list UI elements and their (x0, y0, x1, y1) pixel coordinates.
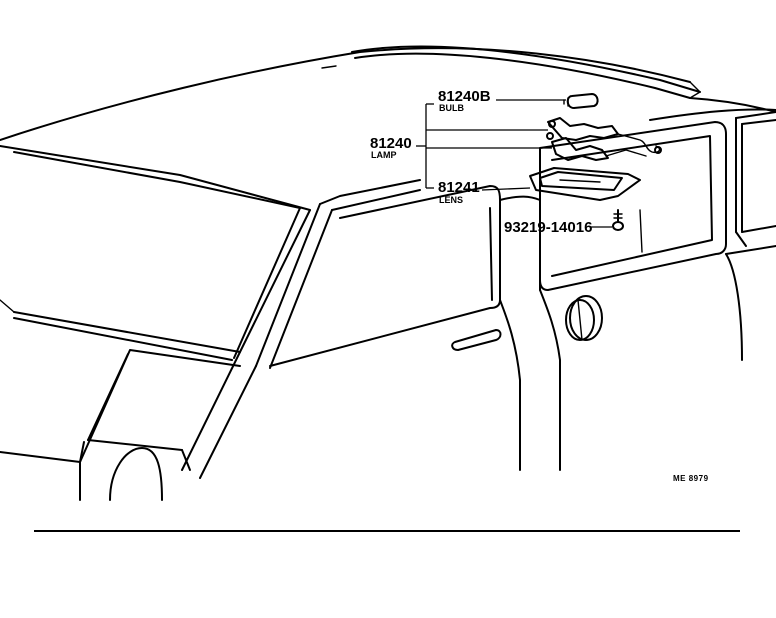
bulb-part-number: 81240B (438, 88, 491, 105)
callout-lamp: 81240 LAMP (370, 135, 412, 160)
bulb-name: BULB (439, 103, 464, 113)
lamp-housing-illustration (546, 117, 662, 161)
leader-lines (416, 99, 612, 228)
lens-illustration (529, 167, 641, 201)
lens-name: LENS (439, 195, 463, 205)
callout-screw: 93219-14016 (504, 219, 592, 236)
lens-part-number: 81241 (438, 179, 480, 196)
vehicle-body-outline (0, 45, 776, 501)
lamp-name: LAMP (371, 150, 397, 160)
callout-bulb: 81240B BULB (438, 88, 491, 113)
callout-lens: 81241 LENS (438, 179, 480, 205)
lamp-assembly-illustration (529, 93, 662, 253)
screw-illustration (612, 209, 624, 231)
screw-part-number: 93219-14016 (504, 219, 592, 236)
bulb-illustration (563, 93, 599, 109)
lamp-part-number: 81240 (370, 135, 412, 152)
drawing-code: ME 8979 (673, 474, 709, 483)
